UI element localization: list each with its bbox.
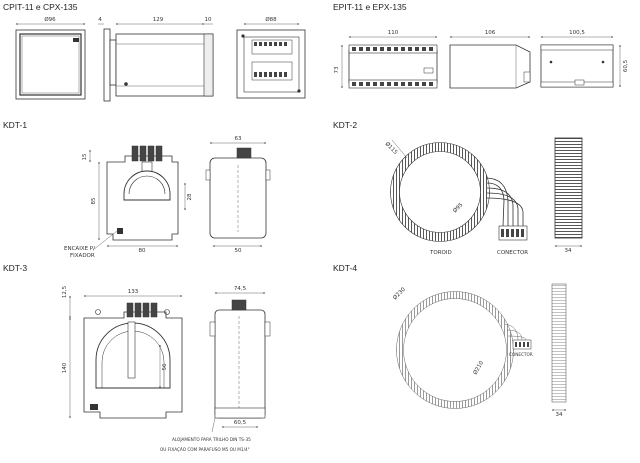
kdt3-hole-label: 56 bbox=[162, 363, 168, 370]
cpit-width-label: Ø96 bbox=[44, 16, 56, 23]
kdt3-front-view: 12,5 133 140 56 bbox=[62, 285, 183, 419]
epit-top-height-label: 60,5 bbox=[623, 59, 629, 72]
kdt4-toroid: Ø230 Ø210 bbox=[391, 286, 514, 409]
kdt3-note-2: OU FIXAÇÃO COM PARAFUSO M5 OU M1/4" bbox=[160, 447, 250, 452]
epit-side-width-label: 106 bbox=[485, 30, 496, 36]
kdt2-toroid-label: TOROID bbox=[429, 250, 452, 256]
kdt3-drawing: 12,5 133 140 56 74,5 60,5 ALOJAMENTO PAR… bbox=[62, 285, 271, 452]
epit-front-width-label: 110 bbox=[388, 30, 399, 36]
title-kdt3: KDT-3 bbox=[3, 263, 28, 273]
title-kdt1: KDT-1 bbox=[3, 120, 28, 130]
kdt2-toroid: Ø115 Ø95 TOROID bbox=[384, 139, 490, 256]
cpit-side-view: 4 129 10 bbox=[98, 17, 214, 102]
kdt2-connector: CONECTOR bbox=[485, 177, 528, 256]
kdt1-side-base-label: 50 bbox=[235, 248, 242, 254]
kdt1-fixer-label-2: FIXADOR bbox=[70, 253, 95, 259]
title-epit: EPIT-11 e EPX-135 bbox=[333, 2, 407, 12]
kdt2-connector-label: CONECTOR bbox=[497, 250, 528, 256]
epit-drawing: 110 73 106 100,5 60,5 bbox=[334, 30, 629, 89]
kdt3-note-1: ALOJAMENTO PARA TRILHO DIN TS-35 bbox=[172, 437, 251, 442]
kdt2-thickness-label: 34 bbox=[565, 248, 572, 254]
epit-height-label: 73 bbox=[334, 66, 340, 73]
epit-front-view: 110 73 bbox=[334, 30, 438, 89]
title-kdt2: KDT-2 bbox=[333, 120, 358, 130]
kdt1-height-label: 85 bbox=[91, 197, 97, 204]
kdt2-inner-label: Ø95 bbox=[451, 201, 464, 214]
kdt3-height-label: 140 bbox=[62, 362, 68, 373]
kdt2-drawing: Ø115 Ø95 TOROID CONECTOR 34 bbox=[384, 137, 583, 256]
kdt1-side-view: 63 50 bbox=[205, 136, 271, 254]
cpit-depth-label: 129 bbox=[153, 17, 164, 23]
cpit-end-label: 10 bbox=[205, 17, 212, 23]
kdt1-side-width-label: 63 bbox=[235, 136, 242, 142]
title-kdt4: KDT-4 bbox=[333, 263, 358, 273]
kdt4-inner-label: Ø210 bbox=[472, 359, 486, 376]
kdt4-connector-label: CONECTOR bbox=[509, 352, 533, 357]
kdt1-drawing: 15 85 80 28 ENCAIXE P/ FIXADOR 63 50 bbox=[64, 136, 271, 259]
epit-top-view: 100,5 60,5 bbox=[540, 30, 629, 88]
kdt2-side-view: 34 bbox=[554, 137, 583, 254]
kdt4-drawing: Ø230 Ø210 CONECTOR 34 bbox=[391, 283, 567, 418]
cpit-gap-label: 4 bbox=[98, 17, 102, 23]
cpit-drawing: Ø96 4 129 10 bbox=[15, 16, 306, 102]
kdt3-width-label: 133 bbox=[128, 289, 139, 295]
kdt4-side-view: 34 bbox=[551, 283, 567, 418]
epit-side-view: 106 bbox=[449, 30, 531, 89]
kdt4-thickness-label: 34 bbox=[556, 412, 563, 418]
kdt3-side-width-label: 74,5 bbox=[234, 286, 247, 292]
kdt4-outer-label: Ø230 bbox=[391, 286, 407, 302]
kdt1-fixer-label-1: ENCAIXE P/ bbox=[64, 246, 95, 252]
kdt1-front-view: 15 85 80 28 ENCAIXE P/ FIXADOR bbox=[64, 145, 193, 259]
kdt1-base-label: 80 bbox=[139, 248, 146, 254]
kdt3-side-view: 74,5 60,5 ALOJAMENTO PARA TRILHO DIN TS-… bbox=[160, 286, 271, 452]
cpit-front-view: Ø96 bbox=[15, 16, 86, 100]
epit-top-width-label: 100,5 bbox=[569, 30, 585, 36]
title-cpit: CPIT-11 e CPX-135 bbox=[3, 2, 78, 12]
kdt3-top-label: 12,5 bbox=[62, 285, 68, 298]
kdt2-outer-label: Ø115 bbox=[384, 140, 400, 156]
cpit-back-view: Ø88 bbox=[236, 16, 306, 99]
kdt3-side-base-label: 60,5 bbox=[234, 420, 247, 426]
kdt1-hole-label: 28 bbox=[187, 193, 193, 200]
cpit-back-label: Ø88 bbox=[265, 16, 277, 23]
kdt4-connector: CONECTOR bbox=[504, 323, 533, 357]
kdt1-top-label: 15 bbox=[82, 153, 88, 160]
